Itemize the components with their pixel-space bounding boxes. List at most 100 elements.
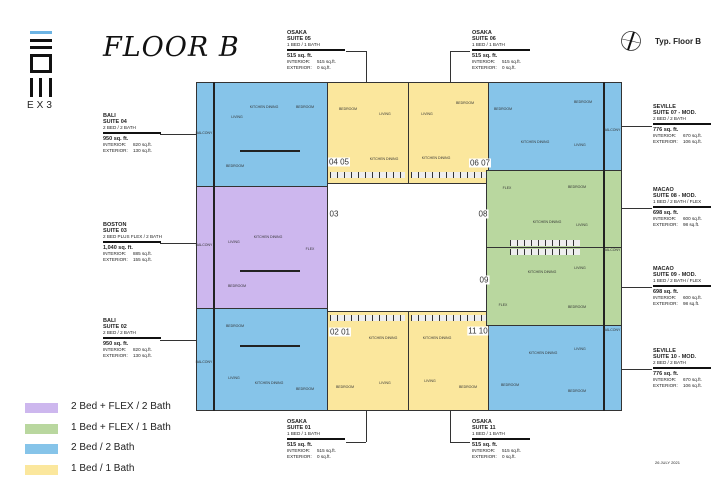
suite-callout-05: OSAKA SUITE 05 1 BED / 1 BATH 515 sq. ft… bbox=[287, 30, 387, 71]
interior-area: 820 sq.ft. bbox=[133, 347, 152, 352]
exterior-label: EXTERIOR: bbox=[653, 222, 678, 227]
suite-model-name: BALI bbox=[103, 318, 116, 324]
room-label: BEDROOM bbox=[458, 385, 478, 389]
suite-total-area: 698 sq. ft. bbox=[653, 210, 679, 216]
room-label: BEDROOM bbox=[573, 100, 593, 104]
room-label: KITCHEN DINING bbox=[254, 381, 284, 385]
suite-total-area: 950 sq. ft. bbox=[103, 341, 129, 347]
suite-04-zone bbox=[196, 82, 328, 187]
kitchen-counter bbox=[510, 249, 580, 255]
suite-callout-01: OSAKA SUITE 01 1 BED / 1 BATH 515 sq. ft… bbox=[287, 419, 387, 460]
suite-rooms: 2 BED / 2 BATH bbox=[653, 116, 686, 121]
leader-line bbox=[450, 411, 451, 442]
unit-number-tag: 06 07 bbox=[468, 158, 492, 168]
room-label: BEDROOM bbox=[295, 105, 315, 109]
interior-wall bbox=[240, 270, 300, 272]
unit-number-tag: 09 bbox=[478, 275, 490, 285]
suite-rooms: 2 BED PLUS FLEX / 2 BATH bbox=[103, 234, 162, 239]
room-label: KITCHEN DINING bbox=[422, 336, 452, 340]
interior-label: INTERIOR: bbox=[472, 448, 496, 453]
suite-rooms: 2 BED / 2 BATH bbox=[653, 360, 686, 365]
exterior-label: EXTERIOR: bbox=[472, 454, 497, 459]
suite-number: SUITE 03 bbox=[103, 228, 127, 234]
unit-number-tag: 02 01 bbox=[328, 327, 352, 337]
suite-total-area: 515 sq. ft. bbox=[472, 442, 498, 448]
suite-02-zone bbox=[196, 308, 328, 411]
legend-swatch-2bed-flex bbox=[25, 403, 58, 413]
room-label: BEDROOM bbox=[227, 284, 247, 288]
balcony-wall bbox=[213, 82, 215, 411]
divider bbox=[653, 285, 711, 287]
room-label: LIVING bbox=[228, 376, 240, 380]
room-label: BALCONY bbox=[195, 243, 213, 247]
interior-label: INTERIOR: bbox=[103, 251, 127, 256]
divider bbox=[653, 123, 711, 125]
exterior-area: 130 sq.ft. bbox=[133, 353, 152, 358]
suite-callout-03: BOSTON SUITE 03 2 BED PLUS FLEX / 2 BATH… bbox=[103, 222, 203, 263]
suite-09-zone bbox=[486, 247, 622, 326]
legend-swatch-1bed-flex bbox=[25, 424, 58, 434]
suite-total-area: 515 sq. ft. bbox=[287, 53, 313, 59]
divider bbox=[653, 367, 711, 369]
suite-rooms: 1 BED / 2 BATH / FLEX bbox=[653, 278, 702, 283]
interior-area: 820 sq.ft. bbox=[133, 142, 152, 147]
suite-number: SUITE 11 bbox=[472, 425, 496, 431]
suite-rooms: 1 BED / 2 BATH / FLEX bbox=[653, 199, 702, 204]
leader-line bbox=[160, 243, 196, 244]
suite-callout-09: MACAO SUITE 09 - MOD. 1 BED / 2 BATH / F… bbox=[653, 266, 726, 307]
suite-model-name: BALI bbox=[103, 113, 116, 119]
exterior-area: 0 sq.ft. bbox=[502, 454, 516, 459]
suite-callout-02: BALI SUITE 02 2 BED / 2 BATH 950 sq. ft.… bbox=[103, 318, 203, 359]
suite-model-name: MACAO bbox=[653, 266, 674, 272]
suite-total-area: 776 sq. ft. bbox=[653, 127, 679, 133]
divider bbox=[472, 49, 530, 51]
legend-label: 2 Bed + FLEX / 2 Bath bbox=[71, 401, 171, 412]
suite-model-name: BOSTON bbox=[103, 222, 127, 228]
unit-number-tag: 08 bbox=[477, 209, 489, 219]
interior-wall bbox=[240, 150, 300, 152]
suite-callout-04: BALI SUITE 04 2 BED / 2 BATH 950 sq. ft.… bbox=[103, 113, 203, 154]
suite-callout-08: MACAO SUITE 08 - MOD. 1 BED / 2 BATH / F… bbox=[653, 187, 726, 228]
room-label: BALCONY bbox=[603, 248, 621, 252]
interior-label: INTERIOR: bbox=[103, 347, 127, 352]
suite-total-area: 776 sq. ft. bbox=[653, 371, 679, 377]
suite-rooms: 1 BED / 1 BATH bbox=[287, 431, 320, 436]
interior-label: INTERIOR: bbox=[653, 377, 677, 382]
suite-total-area: 698 sq. ft. bbox=[653, 289, 679, 295]
suite-callout-10: SEVILLE SUITE 10 - MOD. 2 BED / 2 BATH 7… bbox=[653, 348, 726, 389]
leader-line bbox=[622, 287, 652, 288]
interior-label: INTERIOR: bbox=[472, 59, 496, 64]
suite-total-area: 515 sq. ft. bbox=[472, 53, 498, 59]
kitchen-counter bbox=[330, 172, 405, 178]
suite-total-area: 1,040 sq. ft. bbox=[103, 245, 133, 251]
interior-label: INTERIOR: bbox=[103, 142, 127, 147]
suite-08-zone bbox=[486, 170, 622, 248]
interior-label: INTERIOR: bbox=[653, 216, 677, 221]
exterior-label: EXTERIOR: bbox=[472, 65, 497, 70]
suite-number: SUITE 07 - MOD. bbox=[653, 110, 697, 116]
room-label: BEDROOM bbox=[567, 389, 587, 393]
interior-label: INTERIOR: bbox=[287, 448, 311, 453]
unit-number-tag: 04 05 bbox=[327, 157, 351, 167]
room-label: BEDROOM bbox=[225, 164, 245, 168]
suite-rooms: 2 BED / 2 BATH bbox=[103, 330, 136, 335]
room-label: BEDROOM bbox=[338, 107, 358, 111]
room-label: BEDROOM bbox=[493, 107, 513, 111]
room-label: BEDROOM bbox=[295, 387, 315, 391]
suite-number: SUITE 08 - MOD. bbox=[653, 193, 697, 199]
suite-number: SUITE 02 bbox=[103, 324, 127, 330]
exterior-area: 0 sq.ft. bbox=[502, 65, 516, 70]
room-label: BALCONY bbox=[603, 128, 621, 132]
suite-model-name: SEVILLE bbox=[653, 348, 676, 354]
room-label: BEDROOM bbox=[455, 101, 475, 105]
divider bbox=[103, 241, 161, 243]
suite-callout-11: OSAKA SUITE 11 1 BED / 1 BATH 515 sq. ft… bbox=[472, 419, 572, 460]
room-label: BALCONY bbox=[195, 360, 213, 364]
suite-rooms: 1 BED / 1 BATH bbox=[287, 42, 320, 47]
room-label: BALCONY bbox=[603, 328, 621, 332]
interior-area: 515 sq.ft. bbox=[502, 448, 521, 453]
room-label: FLEX bbox=[498, 303, 508, 307]
leader-line bbox=[450, 51, 451, 82]
legend-swatch-2bed bbox=[25, 444, 58, 454]
divider bbox=[103, 337, 161, 339]
